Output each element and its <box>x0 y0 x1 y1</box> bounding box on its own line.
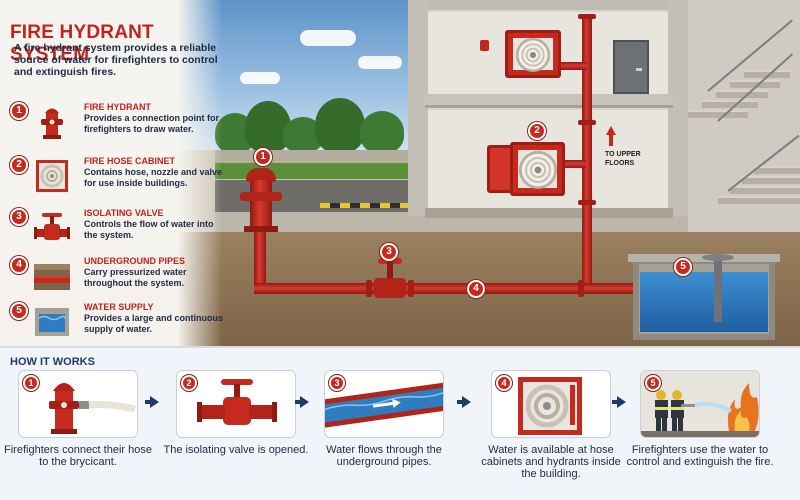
gate-valve-icon <box>34 213 70 240</box>
grass-strip <box>215 163 415 179</box>
component-desc: Controls the flow of water into the syst… <box>84 219 214 240</box>
hose-cabinet-icon <box>518 377 582 435</box>
step-text-3: Water flows through the underground pipe… <box>326 444 442 468</box>
step-number: 5 <box>645 375 661 391</box>
hose-cabinet <box>510 142 565 196</box>
building-column <box>668 0 688 216</box>
component-number: 4 <box>10 256 28 274</box>
step-number: 1 <box>23 375 39 391</box>
component-number: 2 <box>10 156 28 174</box>
fire-alarm-icon <box>480 40 489 51</box>
branch-pipe <box>558 160 586 168</box>
step-text-1: Firefighters connect their hose to the b… <box>4 444 152 468</box>
component-title: UNDERGROUND PIPES <box>84 256 186 266</box>
trees <box>215 98 415 153</box>
component-number: 5 <box>10 302 28 320</box>
step-card-3: 3 <box>324 370 444 438</box>
component-hose-cabinet: 2 FIRE HOSE CABINET Contains hose, nozzl… <box>6 156 222 202</box>
component-title: WATER SUPPLY <box>84 302 154 312</box>
pipe-water-flow-icon <box>325 381 443 429</box>
water-surface <box>640 272 768 332</box>
cloud <box>300 30 356 46</box>
fire-hydrant <box>250 180 272 228</box>
intro-text: A fire hydrant system provides a reliabl… <box>14 42 218 78</box>
tank-cover <box>702 254 734 261</box>
marker-4: 4 <box>467 280 485 298</box>
arrow-right-icon <box>150 396 159 408</box>
arrow-right-icon <box>462 396 471 408</box>
component-title: ISOLATING VALVE <box>84 208 164 218</box>
component-number: 1 <box>10 102 28 120</box>
branch-pipe <box>555 62 587 70</box>
step-text-2: The isolating valve is opened. <box>163 444 309 456</box>
marker-1: 1 <box>254 148 272 166</box>
marker-3: 3 <box>380 243 398 261</box>
valve-handwheel-icon <box>378 258 402 264</box>
step-card-5: 5 <box>640 370 760 438</box>
boundary-wall <box>215 150 415 164</box>
step-number: 4 <box>496 375 512 391</box>
step-number: 3 <box>329 375 345 391</box>
component-desc: Provides a connection point for firefigh… <box>84 113 220 134</box>
arrow-right-icon <box>300 396 309 408</box>
step-number: 2 <box>181 375 197 391</box>
suction-pipe <box>714 258 722 322</box>
component-underground-pipes: 4 UNDERGROUND PIPES Carry pressurized wa… <box>6 256 222 302</box>
cloud <box>358 56 402 69</box>
component-water-supply: 5 WATER SUPPLY Provides a large and cont… <box>6 302 224 348</box>
isolating-valve <box>374 278 406 298</box>
fire-hydrant-icon <box>246 168 276 182</box>
curb <box>320 203 420 208</box>
how-it-works-section: HOW IT WORKS 1 Firefighters connect thei… <box>0 346 800 500</box>
underground-pipe-icon <box>34 264 70 290</box>
hydrant-riser-pipe <box>254 226 266 292</box>
marker-5: 5 <box>674 258 692 276</box>
building-column <box>408 0 428 216</box>
floor-slab <box>425 208 673 218</box>
underground-main-pipe <box>254 283 644 294</box>
component-title: FIRE HOSE CABINET <box>84 156 176 166</box>
step-card-4: 4 <box>491 370 611 438</box>
water-tank-icon <box>35 308 69 336</box>
step-card-1: 1 <box>18 370 138 438</box>
step-card-2: 2 <box>176 370 296 438</box>
hydrant-hose-connection-icon <box>49 383 136 434</box>
component-title: FIRE HYDRANT <box>84 102 151 112</box>
component-isolating-valve: 3 ISOLATING VALVE Controls the flow of w… <box>6 208 222 254</box>
component-desc: Contains hose, nozzle and valve for use … <box>84 167 223 188</box>
gate-valve-icon <box>197 379 277 425</box>
door <box>613 40 649 94</box>
page-title: FIRE HYDRANT SYSTEM <box>10 22 154 65</box>
riser-pipe <box>582 14 592 290</box>
step-text-5: Firefighters use the water to control an… <box>626 444 774 468</box>
legend-panel: FIRE HYDRANT SYSTEM A fire hydrant syste… <box>0 0 224 348</box>
to-upper-floors-label: TO UPPER FLOORS <box>605 151 641 167</box>
component-desc: Carry pressurized water throughout the s… <box>84 267 187 288</box>
arrow-right-icon <box>617 396 626 408</box>
cloud <box>240 72 280 84</box>
hose-cabinet-upper <box>505 30 561 78</box>
floor-slab <box>425 94 673 108</box>
component-desc: Provides a large and continuous supply o… <box>84 313 224 334</box>
component-number: 3 <box>10 208 28 226</box>
fire-hydrant-icon <box>41 108 63 139</box>
how-it-works-title: HOW IT WORKS <box>10 356 95 368</box>
stairwell <box>688 0 800 232</box>
component-fire-hydrant: 1 FIRE HYDRANT Provides a connection poi… <box>6 102 222 148</box>
marker-2: 2 <box>528 122 546 140</box>
up-arrow-icon <box>606 126 616 135</box>
hose-cabinet-icon <box>36 160 68 192</box>
step-text-4: Water is available at hose cabinets and … <box>481 444 621 480</box>
